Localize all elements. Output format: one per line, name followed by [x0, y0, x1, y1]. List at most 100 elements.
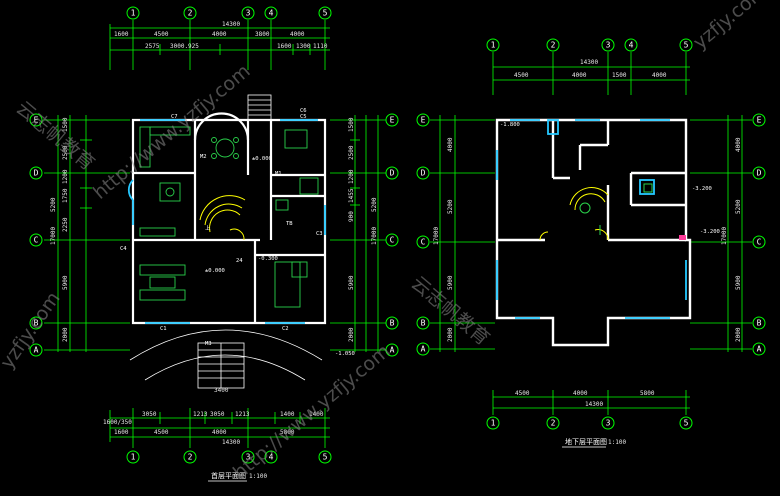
right-top-axes: 1 2 3 4 5 — [486, 38, 693, 52]
room-label: TB — [286, 221, 293, 227]
dim-text: 2250 — [62, 217, 69, 232]
room-label: C5 — [300, 114, 307, 120]
dim-text: 1213 — [193, 411, 208, 418]
axis-bubble: D — [421, 169, 426, 178]
dim-text: 2500 — [62, 145, 69, 160]
dim-text: 3050 — [142, 411, 157, 418]
axis-bubble: C — [421, 238, 426, 247]
level-label: ±0.000 — [252, 156, 272, 162]
dim-text: 4500 — [154, 31, 169, 38]
axis-bubble: C — [757, 238, 762, 247]
axis-bubble: E — [757, 116, 762, 125]
dim-text: 1500 — [612, 72, 627, 79]
right-right-dims — [690, 115, 752, 352]
dim-text: 1600 — [114, 31, 129, 38]
room-label: C3 — [316, 231, 323, 237]
dim-text: 1500 — [62, 117, 69, 132]
dim-text: 3000.925 — [170, 43, 199, 50]
axis-bubble: B — [34, 319, 39, 328]
axis-bubble: 3 — [246, 453, 251, 462]
level-label: -1.050 — [335, 351, 355, 357]
dim-text: 3050 — [210, 411, 225, 418]
axis-bubble: A — [757, 345, 762, 354]
dim-total: 14300 — [580, 59, 598, 66]
dim-text: 4000 — [212, 31, 227, 38]
dim-text: 4000 — [290, 31, 305, 38]
room-label: M1 — [275, 171, 282, 177]
right-top-dims — [492, 52, 690, 95]
left-top-dims — [109, 20, 330, 70]
level-label: -3.200 — [700, 229, 720, 235]
dim-text: 4000 — [212, 429, 227, 436]
dim-text: 2000 — [62, 327, 69, 342]
dim-text: 5800 — [280, 429, 295, 436]
room-label: C7 — [171, 114, 178, 120]
dim-text: 4500 — [154, 429, 169, 436]
axis-bubble: 1 — [131, 453, 136, 462]
left-furniture — [139, 126, 319, 308]
dim-text: 4500 — [515, 390, 530, 397]
left-plan-right-dims — [330, 115, 386, 352]
dim-text: 4000 — [735, 137, 742, 152]
plan-scale: 1:100 — [608, 439, 626, 446]
dim-text: 2000 — [348, 327, 355, 342]
right-right-axes: E D C B A — [752, 113, 766, 356]
room-label: 上 — [205, 224, 211, 232]
axis-bubble: D — [34, 169, 39, 178]
axis-bubble: 2 — [188, 453, 193, 462]
dim-text: 5200 — [447, 199, 454, 214]
left-spiral-stair — [199, 195, 246, 241]
right-bottom-dims — [492, 390, 690, 415]
watermark-text: yzfjy.com — [689, 0, 771, 54]
axis-bubble: 1 — [491, 419, 496, 428]
axis-bubble: 3 — [246, 9, 251, 18]
dim-text: 5900 — [348, 275, 355, 290]
left-side-dims — [44, 115, 130, 352]
axis-bubble: A — [390, 346, 395, 355]
right-left-axes: E D C B A — [416, 113, 430, 356]
axis-bubble: 4 — [269, 9, 274, 18]
room-label: 24 — [236, 258, 243, 264]
plan-scale: 1:100 — [249, 473, 267, 480]
right-fixtures — [579, 183, 653, 235]
dim-text: 17000 — [50, 227, 57, 245]
dim-text: 2000 — [735, 327, 742, 342]
right-bottom-axes: 1 2 3 5 — [486, 416, 693, 430]
left-plan: 1 2 3 4 5 14300 1600 4500 4000 3800 4000… — [29, 6, 399, 482]
dim-text: 5800 — [640, 390, 655, 397]
axis-bubble: 3 — [606, 41, 611, 50]
axis-bubble: B — [390, 319, 395, 328]
axis-bubble: 4 — [629, 41, 634, 50]
dim-text: 17000 — [433, 227, 440, 245]
left-top-axes: 1 2 3 4 5 — [126, 6, 332, 20]
right-windows — [496, 119, 687, 319]
room-label: M2 — [200, 154, 207, 160]
left-bottom-axes: 1 2 3 4 5 — [126, 450, 332, 464]
axis-bubble: E — [34, 116, 39, 125]
dim-text: 1300 — [296, 43, 311, 50]
right-plan: 1 2 3 4 5 14300 4500 4000 1500 4000 E D … — [416, 38, 766, 448]
dim-text: 2000 — [447, 327, 454, 342]
axis-bubble: 2 — [188, 9, 193, 18]
axis-bubble: 1 — [491, 41, 496, 50]
right-left-dims — [430, 115, 495, 352]
dim-text: 1400 — [309, 411, 324, 418]
dim-text: 1600 — [114, 429, 129, 436]
axis-bubble: E — [390, 116, 395, 125]
dim-text: 1110 — [313, 43, 328, 50]
left-bottom-dims — [109, 408, 330, 448]
axis-bubble: 2 — [551, 419, 556, 428]
dim-text: 1455 — [348, 188, 355, 203]
dim-text: 5200 — [371, 197, 378, 212]
dim-text: 1200 — [62, 169, 69, 184]
axis-bubble: A — [421, 345, 426, 354]
dim-text: 1213 — [235, 411, 250, 418]
level-label: -1.800 — [500, 122, 520, 128]
right-walls — [495, 118, 692, 347]
left-entry-stair — [129, 94, 323, 389]
axis-bubble: 5 — [323, 453, 328, 462]
dim-total: 14300 — [585, 401, 603, 408]
axis-bubble: C — [390, 236, 395, 245]
axis-bubble: 5 — [684, 41, 689, 50]
axis-bubble: 1 — [131, 9, 136, 18]
